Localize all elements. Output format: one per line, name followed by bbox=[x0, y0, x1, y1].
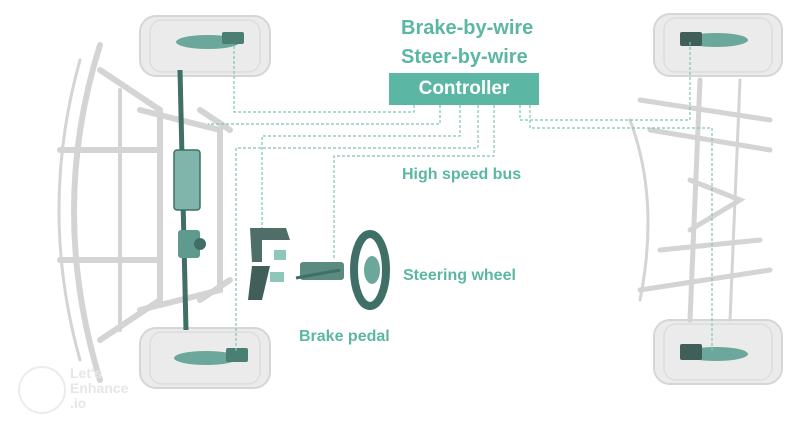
front-left-brake-disc bbox=[176, 32, 244, 49]
rear-right-brake-disc bbox=[680, 344, 748, 361]
bus-lines bbox=[208, 42, 713, 352]
watermark-text: Let's Enhance .io bbox=[70, 366, 128, 411]
steering-wheel-label: Steering wheel bbox=[403, 267, 516, 284]
steer-by-wire-label: Steer-by-wire bbox=[401, 46, 528, 68]
front-right-brake-disc bbox=[680, 32, 748, 47]
brake-pedal-assembly bbox=[248, 228, 290, 300]
rear-subframe bbox=[628, 77, 773, 323]
rear-left-brake-disc bbox=[174, 348, 248, 365]
high-speed-bus-label: High speed bus bbox=[402, 166, 522, 183]
watermark-logo-icon bbox=[18, 366, 66, 414]
controller-box: Controller bbox=[389, 73, 539, 105]
watermark-line-1: Let's bbox=[70, 365, 103, 381]
steering-rack bbox=[173, 69, 206, 331]
watermark-line-2: Enhance bbox=[70, 380, 129, 396]
watermark-line-3: .io bbox=[70, 395, 87, 411]
brake-by-wire-label: Brake-by-wire bbox=[401, 17, 534, 39]
controller-label: Controller bbox=[418, 78, 510, 99]
steering-wheel-assembly bbox=[295, 230, 390, 310]
brake-pedal-label: Brake pedal bbox=[299, 328, 390, 345]
watermark: Let's Enhance .io bbox=[18, 366, 158, 416]
